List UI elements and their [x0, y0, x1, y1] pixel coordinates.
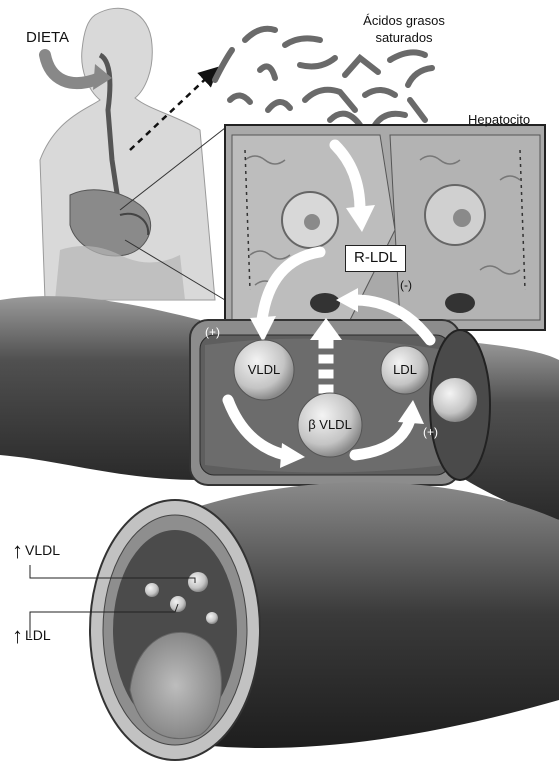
positive-regulation-label-receptor: (+): [205, 326, 220, 339]
positive-regulation-label-ldl: (+): [423, 426, 438, 439]
diet-label: DIETA: [26, 30, 69, 47]
fatty-acids-label-line2: saturados: [375, 31, 432, 45]
negative-regulation-label: (-): [400, 279, 412, 292]
elevated-vldl-indicator: ↑ VLDL: [12, 540, 60, 562]
beta-vldl-label: β VLDL: [308, 418, 352, 432]
ldl-label: LDL: [393, 363, 417, 377]
up-arrow-icon: ↑: [12, 625, 23, 647]
elevated-ldl-label: LDL: [25, 628, 51, 643]
hepatocyte-label: Hepatocito: [468, 113, 530, 127]
elevated-vldl-label: VLDL: [25, 543, 60, 558]
fatty-acids-label-line1: Ácidos grasos: [363, 14, 445, 28]
vldl-label: VLDL: [248, 363, 281, 377]
lower-blood-vessel: [90, 482, 559, 760]
up-arrow-icon: ↑: [12, 540, 23, 562]
human-torso: [40, 8, 215, 300]
elevated-ldl-indicator: ↑ LDL: [12, 625, 51, 647]
receptor-ldl-label: R-LDL: [345, 245, 406, 272]
